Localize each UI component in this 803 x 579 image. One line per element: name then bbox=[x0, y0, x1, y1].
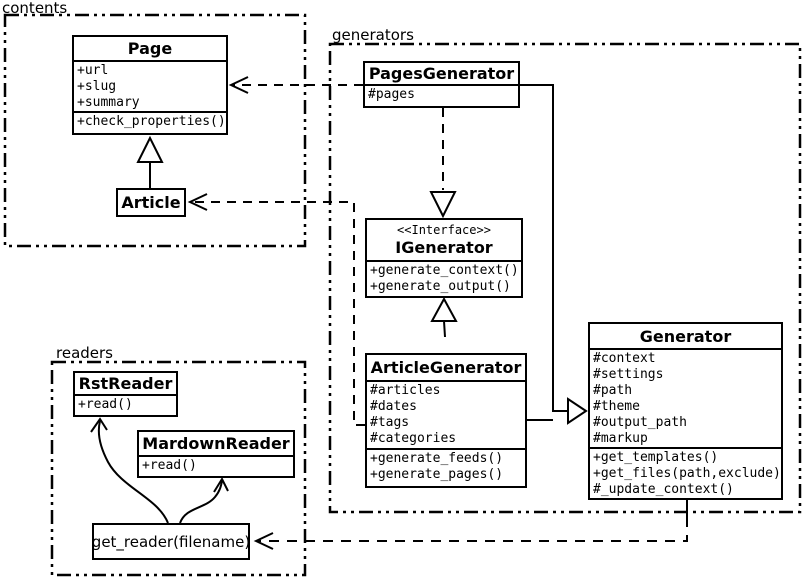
class-igenerator-title-text: IGenerator bbox=[395, 238, 493, 257]
class-igenerator-methods: +generate_context() +generate_output() bbox=[367, 260, 521, 294]
contents-package-label: contents bbox=[2, 0, 68, 17]
attribute: #theme bbox=[593, 399, 640, 414]
class-igenerator: <<Interface>> IGenerator +generate_conte… bbox=[365, 218, 523, 298]
method: +read() bbox=[142, 458, 197, 473]
attribute: #articles bbox=[370, 383, 441, 398]
attribute: #pages bbox=[368, 87, 415, 102]
class-page-methods: +check_properties() bbox=[74, 111, 226, 133]
method: +get_templates() bbox=[593, 450, 719, 465]
attribute: +url bbox=[77, 63, 109, 78]
class-mardownreader: MardownReader +read() bbox=[137, 430, 295, 478]
attribute: +slug bbox=[77, 79, 117, 94]
inheritance-articlegenerator-to-igenerator bbox=[430, 296, 458, 338]
class-article-title: Article bbox=[121, 193, 181, 212]
class-igenerator-title: <<Interface>> IGenerator bbox=[367, 220, 521, 260]
inheritance-to-generator bbox=[520, 84, 588, 425]
class-pagesgenerator-title: PagesGenerator bbox=[368, 64, 515, 83]
method: #_update_context() bbox=[593, 482, 734, 497]
method: +generate_pages() bbox=[370, 467, 504, 482]
class-generator: Generator #context #settings #path #them… bbox=[588, 322, 783, 500]
readers-package-border bbox=[50, 360, 307, 577]
class-page-title: Page bbox=[127, 39, 173, 58]
class-mardownreader-methods: +read() bbox=[139, 455, 293, 476]
class-rstreader-methods: +read() bbox=[75, 394, 176, 415]
class-page: Page +url +slug +summary +check_properti… bbox=[72, 35, 228, 135]
class-articlegenerator: ArticleGenerator #articles #dates #tags … bbox=[365, 353, 527, 488]
interface-stereotype: <<Interface>> bbox=[397, 223, 491, 237]
class-generator-methods: +get_templates() +get_files(path,exclude… bbox=[590, 447, 781, 498]
method: +read() bbox=[78, 397, 133, 412]
edge-getreader-to-rstreader bbox=[90, 417, 169, 524]
method: +check_properties() bbox=[77, 114, 226, 129]
generators-package-border bbox=[328, 42, 802, 514]
method: +generate_output() bbox=[370, 279, 511, 294]
class-generator-title: Generator bbox=[639, 326, 732, 346]
attribute: #categories bbox=[370, 431, 457, 446]
class-generator-attributes: #context #settings #path #theme #output_… bbox=[590, 348, 781, 447]
method: +generate_context() bbox=[370, 263, 519, 278]
class-articlegenerator-attributes: #articles #dates #tags #categories bbox=[367, 380, 525, 448]
class-rstreader-title: RstReader bbox=[78, 374, 173, 393]
attribute: #path bbox=[593, 383, 633, 398]
attribute: #tags bbox=[370, 415, 410, 430]
generators-package-label: generators bbox=[332, 26, 414, 44]
class-rstreader: RstReader +read() bbox=[73, 371, 178, 417]
dependency-articlegenerator-to-article bbox=[187, 193, 365, 426]
class-pagesgenerator-attributes: #pages bbox=[365, 84, 518, 104]
dependency-pagesgenerator-to-page bbox=[228, 76, 363, 94]
attribute: #settings bbox=[593, 367, 664, 382]
inheritance-article-to-page bbox=[136, 135, 164, 188]
attribute: #markup bbox=[593, 431, 648, 446]
realization-pagesgenerator-to-igenerator bbox=[429, 108, 457, 219]
attribute: #output_path bbox=[593, 415, 687, 430]
edge-getreader-to-mardownreader bbox=[179, 476, 229, 524]
class-article: Article bbox=[116, 188, 186, 217]
attribute: #context bbox=[593, 351, 656, 366]
get-reader-label: get_reader(filename) bbox=[91, 532, 251, 551]
class-articlegenerator-methods: +generate_feeds() +generate_pages() bbox=[367, 448, 525, 482]
attribute: +summary bbox=[77, 95, 140, 110]
method: +get_files(path,exclude) bbox=[593, 466, 781, 481]
readers-package-label: readers bbox=[56, 344, 113, 362]
class-mardownreader-title: MardownReader bbox=[142, 434, 290, 453]
class-page-attributes: +url +slug +summary bbox=[74, 60, 226, 111]
class-articlegenerator-title: ArticleGenerator bbox=[370, 358, 522, 377]
dependency-generator-to-getreader bbox=[253, 500, 688, 550]
method: +generate_feeds() bbox=[370, 451, 504, 466]
attribute: #dates bbox=[370, 399, 417, 414]
contents-package-border bbox=[3, 13, 307, 248]
class-pagesgenerator: PagesGenerator #pages bbox=[363, 61, 520, 108]
node-get-reader: get_reader(filename) bbox=[92, 523, 250, 560]
